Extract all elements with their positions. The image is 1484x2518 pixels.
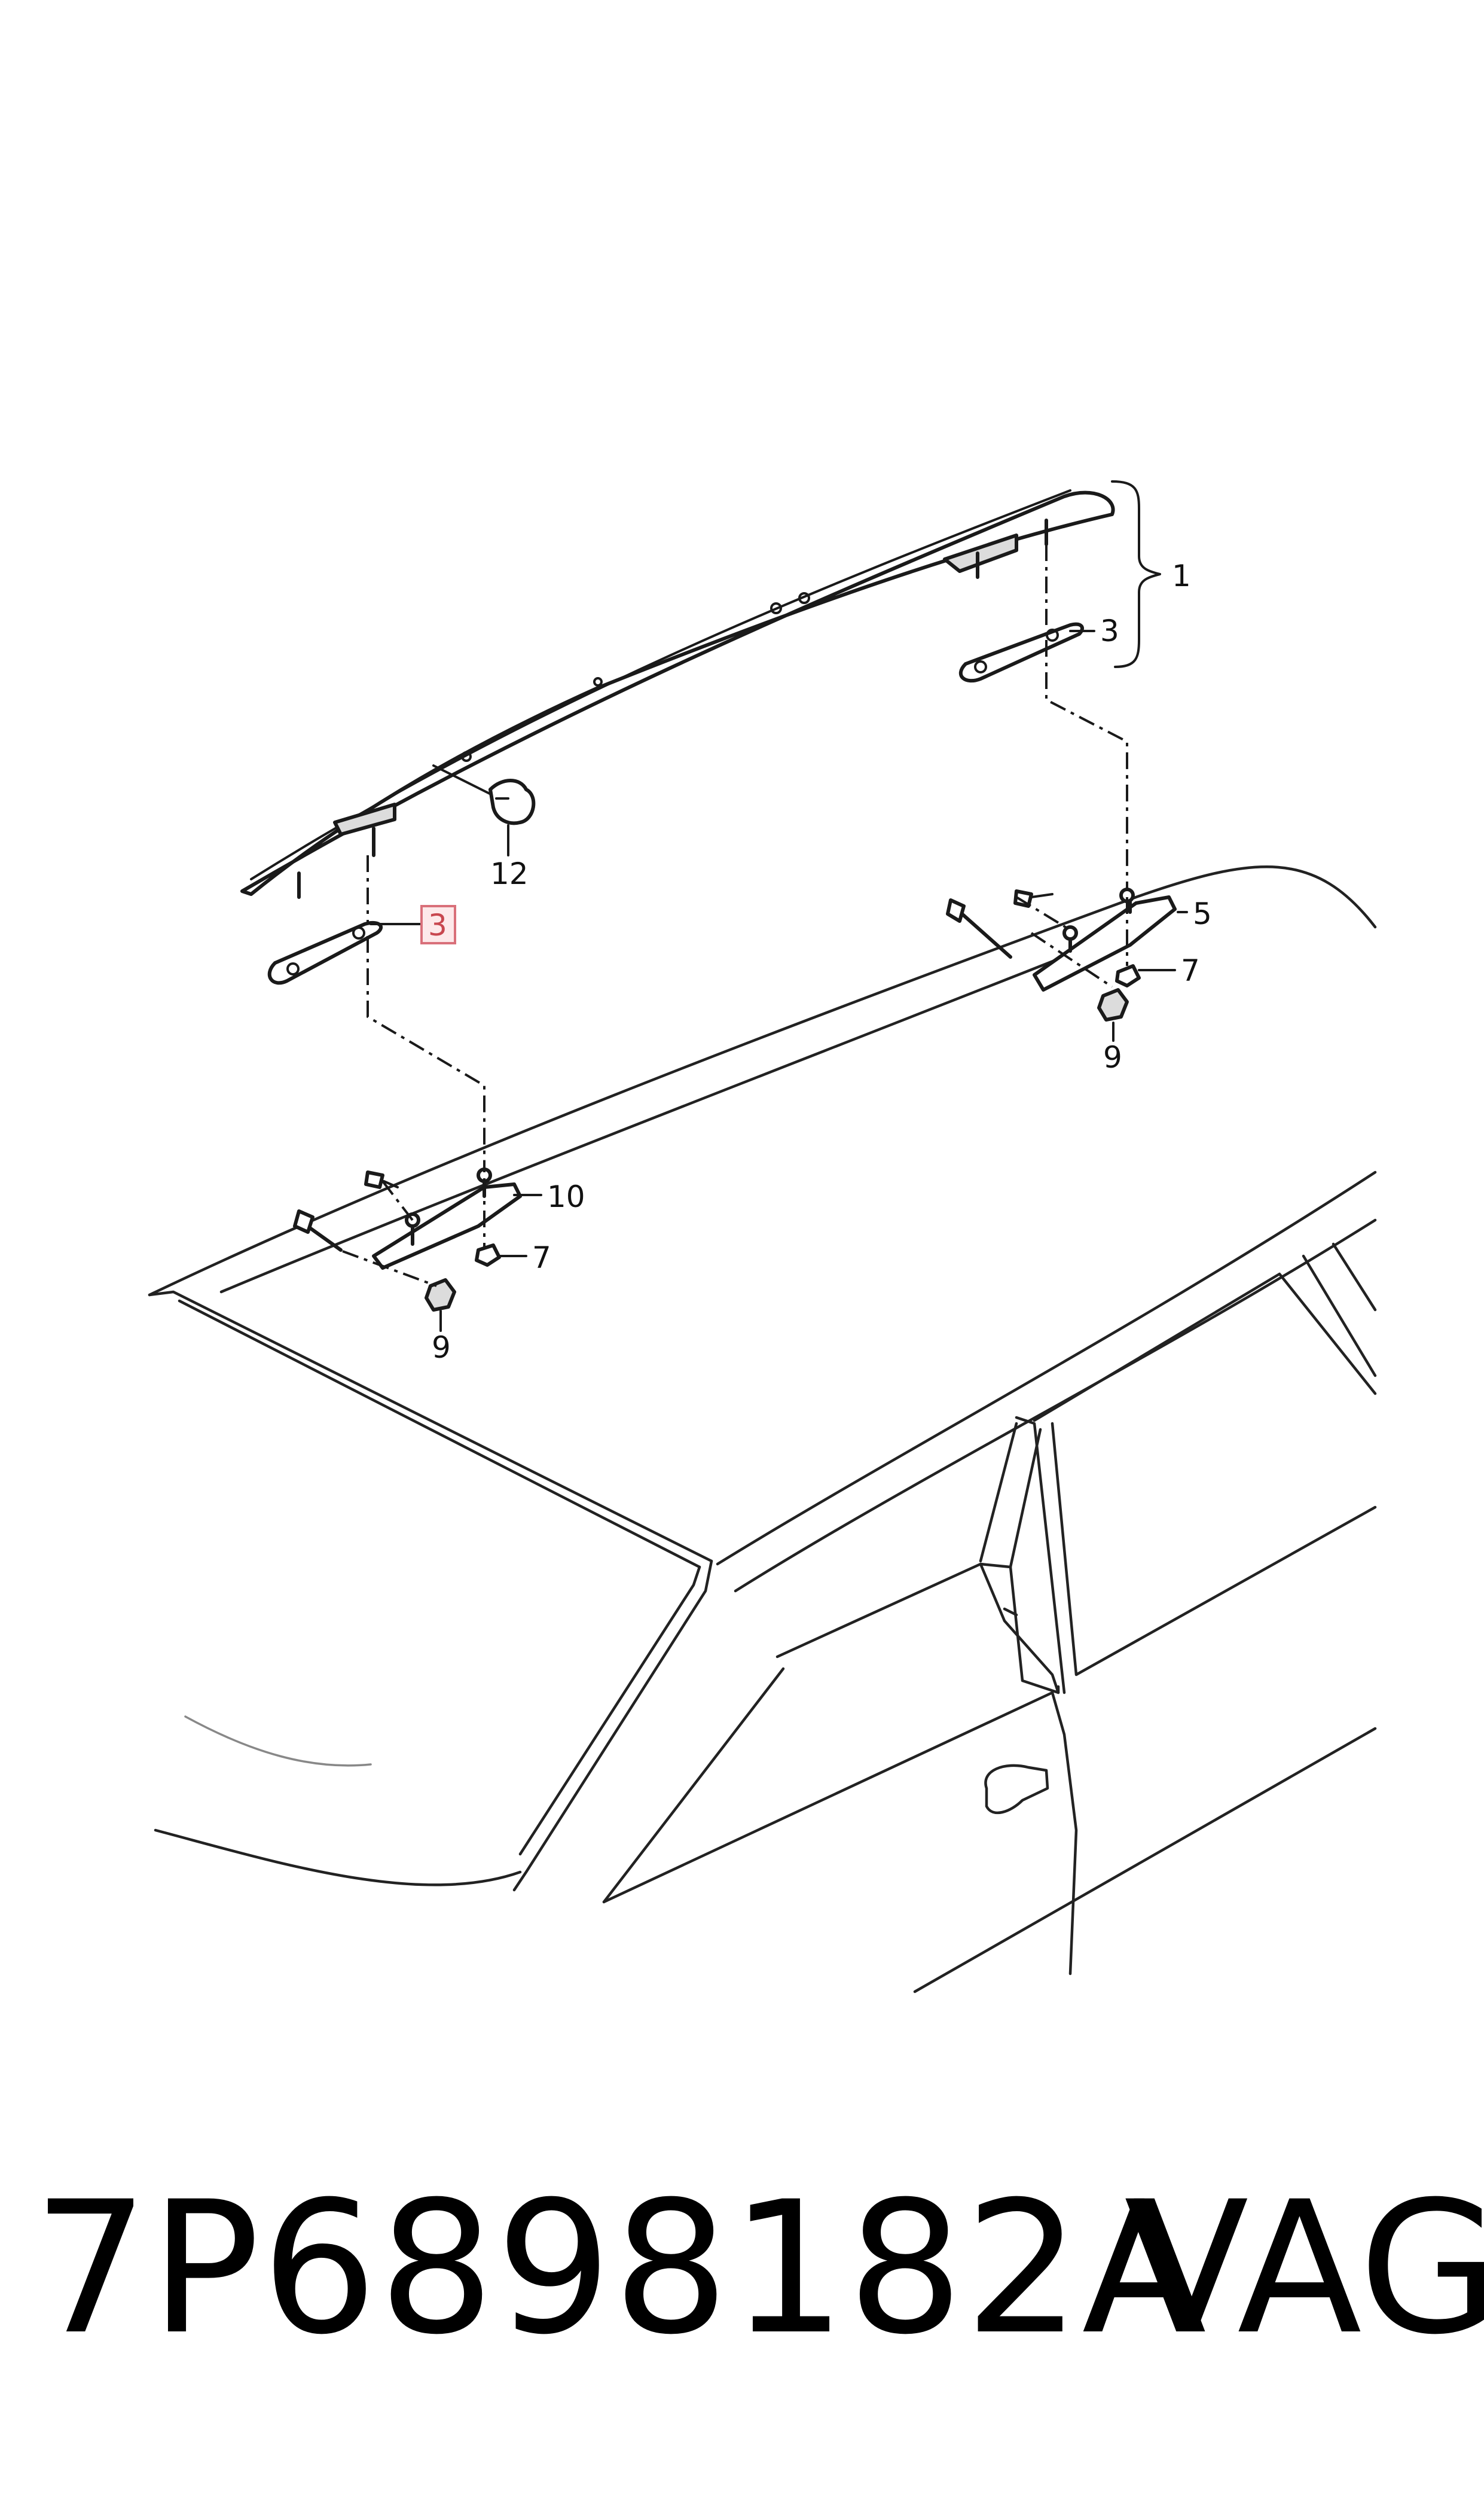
part-number: 7P6898182A — [33, 2162, 1208, 2374]
callout-10: 10 — [547, 1179, 585, 1214]
callout-7-right: 7 — [1181, 953, 1200, 988]
brand-name: VAG — [1124, 2162, 1484, 2374]
rail-pad-left — [267, 920, 383, 985]
bracket-left — [293, 1167, 522, 1312]
callout-3-left: 3 — [428, 908, 447, 943]
callout-3-left-highlight — [420, 905, 456, 944]
callout-5: 5 — [1193, 897, 1212, 931]
rail-pad-right — [959, 622, 1084, 683]
callout-9-right: 9 — [1103, 1040, 1122, 1075]
assembly-lines — [342, 544, 1128, 1287]
callout-9-left: 9 — [432, 1330, 451, 1365]
roof-rail — [240, 489, 1115, 899]
clip-part-12 — [432, 764, 536, 825]
callout-12: 12 — [490, 856, 529, 891]
callout-3-right: 3 — [1100, 614, 1119, 648]
callout-1: 1 — [1172, 559, 1191, 593]
car-body-outline — [148, 865, 1377, 1993]
callout-labels: 1 3 3 5 7 9 10 7 9 12 — [420, 559, 1212, 1365]
leader-lines — [370, 480, 1188, 1332]
bracket-right — [946, 888, 1177, 1022]
callout-7-left: 7 — [532, 1240, 551, 1275]
